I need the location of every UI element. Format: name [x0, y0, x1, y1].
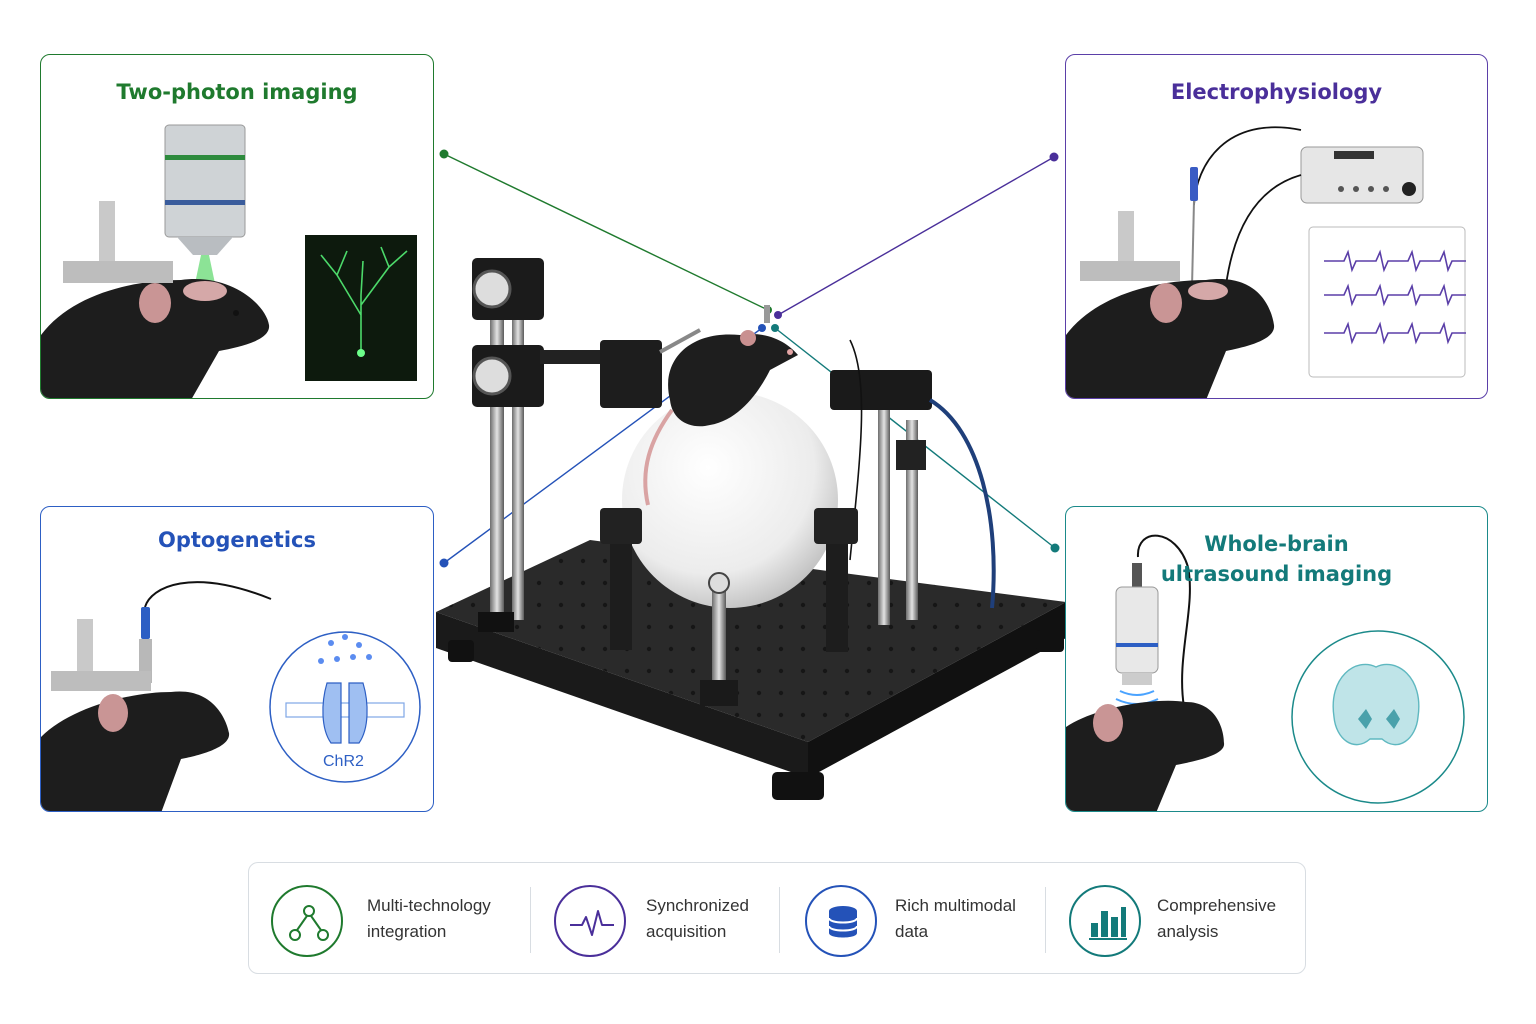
feature-line-2: integration	[367, 922, 447, 941]
treadmill-ball	[622, 392, 838, 608]
electrophysiology-illustration	[1066, 126, 1466, 398]
feature-line-1: Synchronized	[646, 896, 750, 915]
panel-title: Electrophysiology	[1170, 80, 1383, 104]
feature-multimodal-data: Rich multimodal data	[805, 863, 1055, 975]
bar-chart-icon	[1069, 885, 1141, 957]
optogenetics-panel: Optogenetics ChR2	[40, 506, 434, 812]
electrophysiology-panel: Electrophysiology	[1065, 54, 1488, 399]
feature-synchronization: Synchronized acquisition	[554, 863, 804, 975]
panel-title: Optogenetics	[157, 528, 316, 552]
mouse-on-ball	[643, 305, 798, 506]
divider	[779, 887, 780, 953]
feature-summary-bar: Multi-technology integration Synchronize…	[248, 862, 1306, 974]
feature-line-2: analysis	[1157, 922, 1219, 941]
database-icon	[805, 885, 877, 957]
feature-line-2: data	[895, 922, 929, 941]
divider	[1045, 887, 1046, 953]
feature-line-1: Multi-technology	[367, 896, 491, 915]
chr2-label: ChR2	[323, 753, 364, 770]
optogenetics-illustration	[41, 581, 421, 811]
ultrasound-panel: Whole-brain ultrasound imaging	[1065, 506, 1488, 812]
panel-title-line-2: ultrasound imaging	[1160, 562, 1393, 586]
panel-title-line-1: Whole-brain	[1204, 532, 1349, 556]
waveform-pulse-icon	[554, 885, 626, 957]
feature-line-1: Rich multimodal	[895, 896, 1016, 915]
ultrasound-illustration	[1066, 534, 1465, 811]
feature-line-1: Comprehensive	[1157, 896, 1277, 915]
network-nodes-icon	[271, 885, 343, 957]
feature-analysis: Comprehensive analysis	[1069, 863, 1299, 975]
two-photon-panel: Two-photon imaging	[40, 54, 434, 399]
two-photon-illustration	[41, 124, 417, 398]
divider	[530, 887, 531, 953]
panel-title: Two-photon imaging	[116, 80, 358, 104]
feature-line-2: acquisition	[646, 922, 727, 941]
feature-integration: Multi-technology integration	[271, 863, 541, 975]
